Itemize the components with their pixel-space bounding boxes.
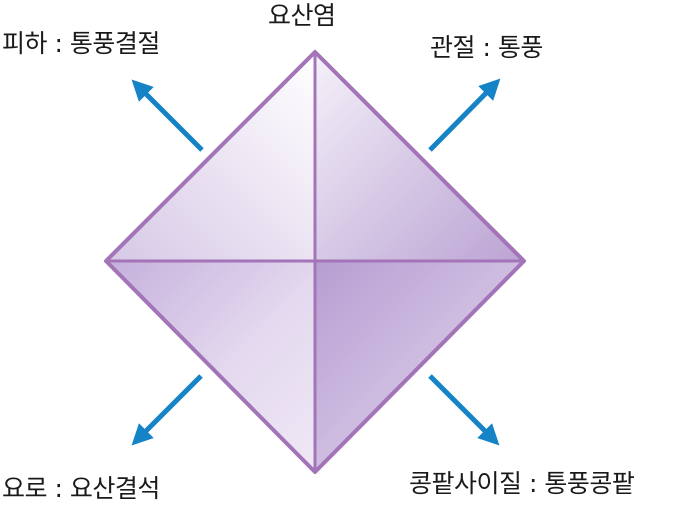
arrows (131, 78, 501, 446)
label-urinary-stone: 요로 : 요산결석 (2, 474, 160, 503)
label-joint-gout: 관절 : 통풍 (430, 33, 543, 62)
arrow-bottom-right (428, 374, 500, 446)
arrow-top-left (131, 79, 204, 152)
crystal (104, 50, 526, 474)
label-renal-interstitium-gout-nephropathy: 콩팥사이질 : 통풍콩팥 (409, 469, 635, 498)
arrow-top-right (428, 78, 501, 152)
label-subcutaneous-tophus: 피하 : 통풍결절 (2, 29, 160, 58)
arrow-bottom-left (131, 374, 203, 446)
label-urate: 요산염 (268, 1, 336, 30)
